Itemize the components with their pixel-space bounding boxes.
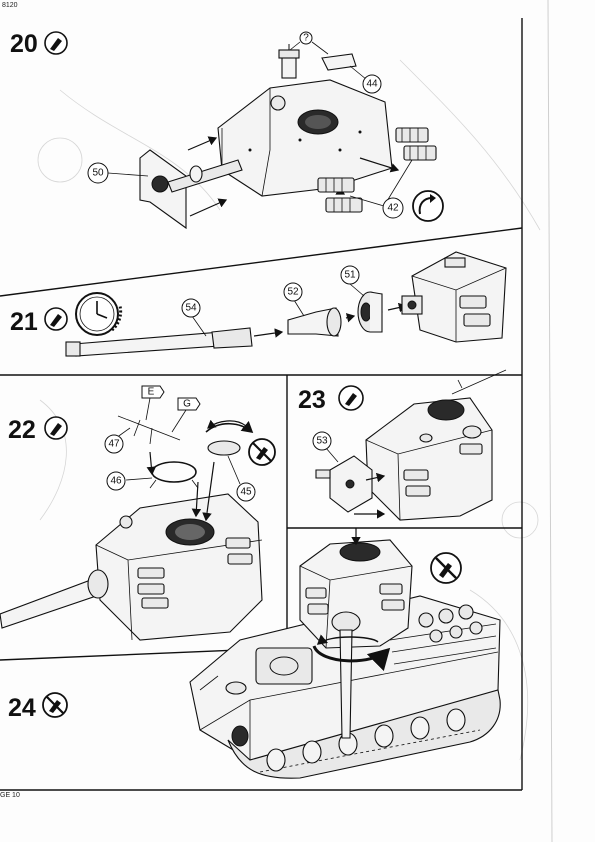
no-glue-icon	[248, 438, 276, 466]
gun-sleeve	[167, 159, 243, 193]
collar-part	[357, 291, 383, 333]
callout-44: 44	[362, 74, 382, 94]
svg-text:53: 53	[316, 436, 328, 447]
track-links-lower	[317, 177, 363, 213]
gun-barrel	[0, 569, 109, 629]
svg-text:42: 42	[387, 203, 399, 214]
step-24: 24	[8, 528, 501, 779]
svg-text:54: 54	[185, 303, 197, 314]
track-links-right	[395, 127, 437, 161]
svg-text:46: 46	[110, 476, 122, 487]
svg-text:50: 50	[92, 168, 104, 179]
step-number: 20	[10, 30, 38, 58]
callout-42: 42	[382, 197, 404, 219]
svg-text:52: 52	[287, 287, 299, 298]
machine-gun-part	[117, 415, 181, 445]
callout-53: 53	[312, 431, 332, 451]
glue-icon	[44, 307, 68, 331]
no-glue-icon	[42, 692, 68, 718]
periscope-part	[278, 44, 300, 79]
part-tag-e: E	[141, 385, 165, 399]
svg-text:47: 47	[108, 439, 120, 450]
rotation-arrow	[312, 645, 391, 672]
turret-rear	[365, 397, 493, 521]
svg-text:51: 51	[344, 270, 356, 281]
step-22: 22 E	[0, 385, 276, 641]
callout-47: 47	[104, 434, 124, 454]
step-number: 23	[298, 386, 326, 414]
callout-50: 50	[87, 162, 109, 184]
callout-46: 46	[106, 471, 126, 491]
page-edge	[547, 0, 553, 842]
glue-icon	[44, 416, 68, 440]
mg-ring-part	[149, 461, 199, 489]
rear-hatch-part	[315, 455, 373, 513]
svg-text:?: ?	[303, 33, 309, 44]
svg-text:G: G	[183, 399, 191, 410]
clock-icon	[75, 292, 123, 336]
turret-assembled	[95, 493, 263, 641]
part-tag-g: G	[177, 397, 201, 411]
rotate-icon	[412, 190, 444, 222]
step-23: 23 53	[298, 369, 507, 521]
mantlet-plate	[139, 149, 187, 230]
gun-barrel	[331, 611, 361, 739]
step-number: 22	[8, 416, 36, 444]
step-number: 24	[8, 694, 36, 722]
mantlet-part	[287, 307, 342, 337]
gun-barrel	[65, 327, 253, 357]
callout-45: 45	[236, 482, 256, 502]
front-hatch	[199, 675, 247, 695]
glue-icon	[44, 31, 68, 55]
mg-on-roof	[451, 369, 507, 395]
no-glue-icon	[430, 552, 462, 584]
svg-text:E: E	[148, 387, 155, 398]
show-through-background	[37, 59, 541, 761]
question-icon: ?	[299, 31, 313, 45]
hatch-part	[321, 53, 357, 71]
rotation-arrow-back	[316, 634, 379, 645]
step-21: 21 54 52	[10, 251, 507, 357]
corner-text: 8120	[2, 2, 18, 9]
page-label: GE 10	[0, 792, 20, 799]
svg-text:44: 44	[366, 79, 378, 90]
callout-54: 54	[181, 298, 201, 318]
step-number: 21	[10, 308, 38, 336]
callout-51: 51	[340, 265, 360, 285]
step-20: 20	[10, 30, 444, 230]
callout-52: 52	[283, 282, 303, 302]
turret-shell	[217, 79, 393, 197]
svg-text:45: 45	[240, 487, 252, 498]
glue-icon	[338, 385, 364, 411]
turret-front	[401, 251, 507, 343]
turret-on-hull	[299, 539, 413, 649]
rotating-disc	[205, 419, 254, 456]
